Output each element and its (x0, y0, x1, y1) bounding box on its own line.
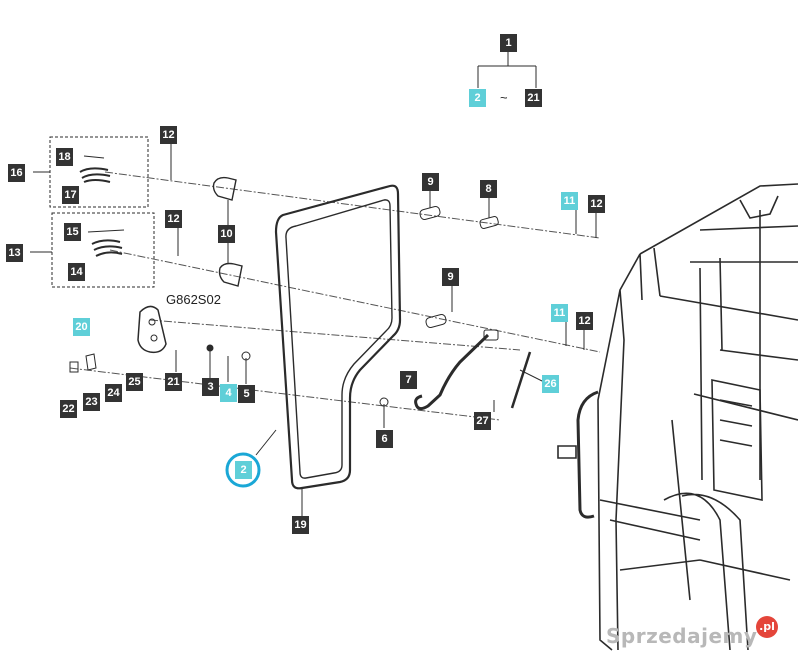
nut-22 (69, 361, 79, 373)
callout-12-a: 12 (160, 126, 177, 144)
callout-9-lower: 9 (442, 268, 459, 286)
group-box-13 (51, 212, 155, 288)
cab-handrail (576, 390, 599, 519)
hinge-plate-9-upper (419, 205, 441, 221)
hinge-plate-9-lower (425, 313, 447, 329)
upper-hinge (212, 176, 237, 201)
callout-17: 17 (62, 186, 79, 204)
spring-14 (91, 239, 123, 257)
callout-3: 3 (202, 378, 219, 396)
callout-23: 23 (83, 393, 100, 411)
callout-1: 1 (500, 34, 517, 52)
spring-17 (79, 167, 111, 183)
hinge-plate-8 (479, 215, 499, 229)
watermark-logo-icon: .pl (756, 616, 778, 638)
axis-line-pin (149, 319, 521, 351)
tilde-range: ~ (500, 90, 508, 105)
callout-11-upper: 11 (561, 192, 578, 210)
pin-18 (83, 155, 105, 159)
callout-19: 19 (292, 516, 309, 534)
handle-bracket (483, 329, 499, 341)
callout-25: 25 (126, 373, 143, 391)
callout-24: 24 (105, 384, 122, 402)
callout-2-top: 2 (469, 89, 486, 107)
bracket-23 (85, 353, 97, 371)
cab-detail (619, 195, 791, 581)
callout-6: 6 (376, 430, 393, 448)
callout-11-lower: 11 (551, 304, 568, 322)
watermark-text: Sprzedajemy (606, 624, 758, 648)
callout-22: 22 (60, 400, 77, 418)
nut-3 (206, 344, 214, 352)
callout-10: 10 (218, 225, 235, 243)
callout-7: 7 (400, 371, 417, 389)
callout-13: 13 (6, 244, 23, 262)
callout-14: 14 (68, 263, 85, 281)
axis-line-middle (109, 249, 601, 353)
callout-4: 4 (220, 384, 237, 402)
cab-frame (597, 183, 798, 651)
axis-line-upper (104, 171, 601, 239)
washer-6 (379, 397, 389, 407)
latch-plate (137, 305, 167, 354)
callout-8: 8 (480, 180, 497, 198)
door-handle-rod (414, 333, 490, 411)
latch-hole (148, 318, 156, 326)
cab-bracket (557, 445, 577, 459)
hierarchy-bracket (477, 52, 537, 88)
callout-9-upper: 9 (422, 173, 439, 191)
callout-12-d: 12 (576, 312, 593, 330)
callout-5: 5 (238, 385, 255, 403)
callout-12-c: 12 (165, 210, 182, 228)
door-glass-inner (285, 199, 393, 479)
pin-15 (87, 229, 125, 233)
callout-27: 27 (474, 412, 491, 430)
callout-16: 16 (8, 164, 25, 182)
callout-2: 2 (235, 461, 252, 479)
highlight-ring (225, 452, 261, 488)
callout-20: 20 (73, 318, 90, 336)
latch-hole (150, 334, 158, 342)
callout-26: 26 (542, 375, 559, 393)
washer-5 (241, 351, 251, 361)
leader-26 (519, 369, 545, 383)
gas-strut (510, 351, 532, 409)
callout-12-b: 12 (588, 195, 605, 213)
callout-18: 18 (56, 148, 73, 166)
callout-21: 21 (165, 373, 182, 391)
callout-15: 15 (64, 223, 81, 241)
door-glass-outer (274, 184, 402, 490)
part-code-label: G862S02 (166, 292, 221, 307)
leader-2-lower (255, 429, 277, 456)
callout-21-top: 21 (525, 89, 542, 107)
lower-hinge (218, 262, 243, 287)
